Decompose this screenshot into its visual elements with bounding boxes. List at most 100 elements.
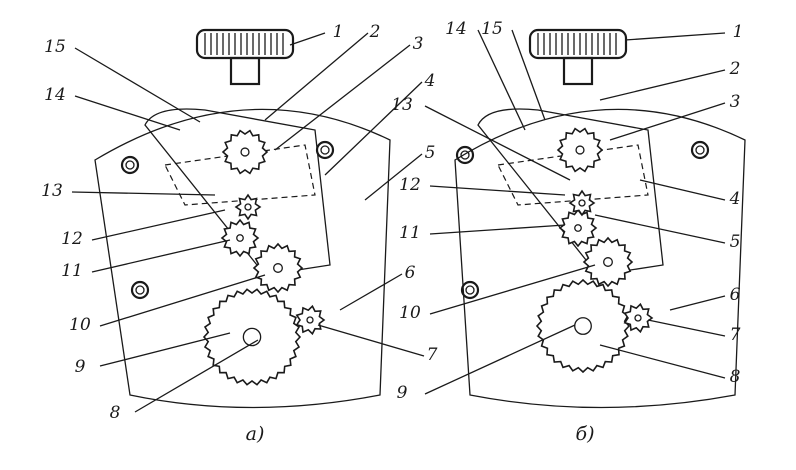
gear-4 [295,304,326,336]
mount-hole-inner [695,145,705,155]
part-label-14: 14 [445,19,467,39]
leader-line-5 [364,153,423,201]
gear-5 [234,193,262,221]
leader-line-12 [429,185,566,196]
part-label-4: 4 [729,189,741,209]
leader-line-11 [91,239,231,273]
leader-line-8 [599,344,726,379]
plate-outline [454,108,746,409]
part-label-8: 8 [730,367,741,387]
leader-line-10 [99,274,266,327]
part-label-5: 5 [425,143,436,163]
leader-line-9 [99,332,231,367]
part-label-1: 1 [333,22,344,42]
leader-line-4 [639,179,726,201]
gear-3 [202,288,302,386]
part-label-14: 14 [44,85,66,105]
gear-6 [556,127,604,173]
part-label-8: 8 [110,403,121,423]
gear-5-hub [578,199,586,207]
stem [562,56,594,86]
part-label-2: 2 [369,22,381,42]
part-label-4: 4 [424,71,436,91]
mount-hole-inner [465,285,475,295]
panel-caption: а) [246,423,265,445]
gear-3-hub [242,327,262,347]
part-label-9: 9 [75,357,86,377]
leader-line-4 [324,81,423,176]
gear-6 [221,129,269,175]
gear-2 [582,236,634,288]
leader-line-10 [429,264,596,315]
gear-5 [568,189,596,217]
leader-line-9 [424,324,576,395]
gear-1 [220,218,260,258]
gear-6-hub [575,145,585,155]
part-label-6: 6 [405,263,416,283]
leader-line-13 [71,191,216,196]
panel-caption: б) [575,423,594,445]
mount-hole [455,145,475,165]
mount-hole-inner [320,145,330,155]
leader-line-1 [289,32,326,46]
part-label-7: 7 [730,325,741,345]
leader-line-3 [609,102,726,141]
gear-1 [558,208,598,248]
leader-line-2 [264,32,369,121]
gear-2 [252,242,304,294]
mount-hole [315,140,335,160]
part-label-10: 10 [69,315,91,335]
leader-line-6 [669,295,726,311]
leader-line-15 [511,29,546,121]
leader-line-11 [429,224,566,235]
gear-1-hub [236,234,244,242]
part-label-5: 5 [730,232,741,252]
part-label-15: 15 [44,37,66,57]
leader-line-12 [91,209,226,241]
leader-line-7 [647,319,726,337]
part-label-1: 1 [733,22,744,42]
part-label-7: 7 [427,345,438,365]
part-label-11: 11 [399,223,421,243]
mount-hole [690,140,710,160]
leader-line-5 [594,214,726,244]
part-label-13: 13 [41,181,63,201]
gear-6-hub [240,147,250,157]
mount-hole-inner [460,150,470,160]
part-label-3: 3 [730,92,741,112]
mount-hole [460,280,480,300]
gear-4-hub [306,316,314,324]
mount-hole [120,155,140,175]
leader-line-3 [274,44,411,151]
gear-5-hub [244,203,252,211]
leader-line-8 [134,339,259,413]
part-label-10: 10 [399,303,421,323]
part-label-12: 12 [61,229,83,249]
part-label-11: 11 [61,261,83,281]
leader-line-1 [624,32,726,41]
part-label-15: 15 [481,19,503,39]
mount-hole-inner [135,285,145,295]
gear-3-hub [574,317,592,335]
plate-outline [94,108,391,409]
leader-line-6 [339,273,403,311]
gear-1-hub [574,224,582,232]
gear-4 [623,302,654,334]
mount-hole-inner [125,160,135,170]
bridge-frame [477,108,664,276]
part-label-9: 9 [397,383,408,403]
leader-line-15 [74,47,201,123]
leader-line-2 [599,69,726,101]
bridge-frame [144,108,331,276]
stem [229,56,261,86]
part-label-12: 12 [399,175,421,195]
leader-line-14 [74,95,181,131]
gear-3 [535,278,631,374]
gear-2-hub [273,263,283,273]
gear-4-hub [634,314,642,322]
part-label-13: 13 [391,95,413,115]
leader-line-13 [424,105,571,181]
